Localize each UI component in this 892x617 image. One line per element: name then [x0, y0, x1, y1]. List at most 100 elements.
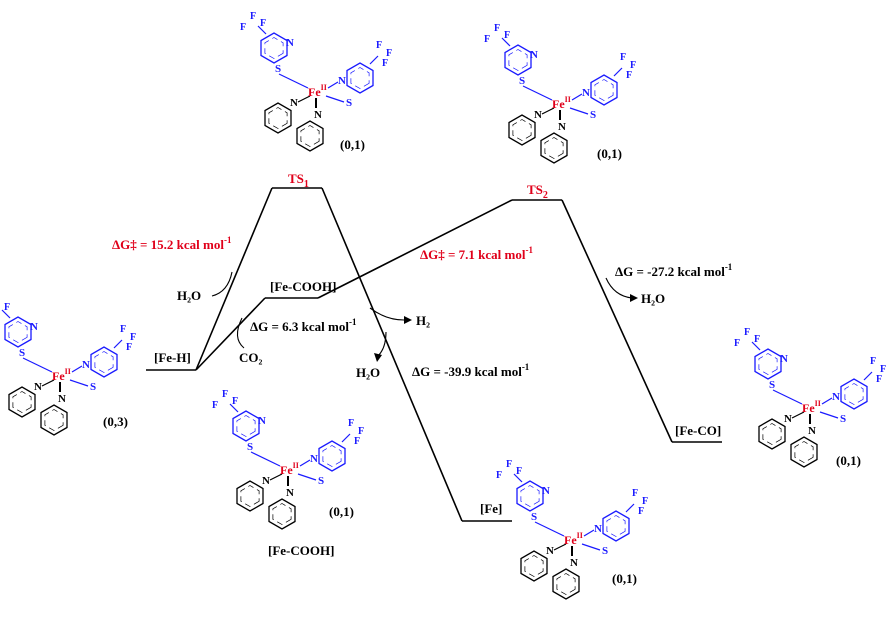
nitrogen-label: N — [832, 391, 840, 403]
nitrogen-label: N — [582, 87, 590, 99]
dg-ts1-label: ΔG‡ = 15.2 kcal mol-1 — [112, 235, 232, 252]
fluorine-label: F — [484, 34, 490, 45]
fluorine-label: F — [494, 23, 500, 34]
nitrogen-label: N — [258, 415, 266, 427]
nitrogen-label: N — [534, 109, 542, 121]
fluorine-label: F — [354, 436, 360, 447]
label-fe-co: [Fe-CO] — [675, 423, 721, 438]
nitrogen-label: N — [82, 359, 90, 371]
fluorine-label: F — [4, 302, 10, 313]
nitrogen-label: N — [286, 37, 294, 49]
label-ts1: TS1 — [288, 171, 309, 190]
dg-fe-label: ΔG = -39.9 kcal mol-1 — [412, 362, 530, 379]
iron-center-label: FeII — [564, 531, 583, 547]
label-fe-h: [Fe-H] — [154, 350, 191, 365]
species-h2o-out2: H₂O — [641, 291, 665, 306]
sulfur-label: S — [247, 441, 253, 453]
species-co2: CO₂ — [239, 350, 263, 365]
arrowhead-h2-icon — [404, 316, 412, 324]
sulfur-label: S — [90, 381, 96, 393]
fluorine-label: F — [250, 11, 256, 22]
fluorine-label: F — [506, 459, 512, 470]
fluorine-label: F — [382, 58, 388, 69]
fluorine-label: F — [754, 334, 760, 345]
fluorine-label: F — [260, 18, 266, 29]
nitrogen-label: N — [530, 49, 538, 61]
iron-center-label: FeII — [280, 461, 299, 477]
label-fe-cooh: [Fe-COOH] — [270, 279, 336, 294]
sulfur-label: S — [840, 413, 846, 425]
nitrogen-label: N — [58, 393, 66, 405]
iron-center-label: FeII — [308, 83, 327, 99]
sulfur-label: S — [531, 511, 537, 523]
label-ts2: TS2 — [527, 182, 548, 201]
caption-fe-cooh: [Fe-COOH] — [268, 543, 334, 558]
nitrogen-label: N — [30, 321, 38, 333]
fluorine-label: F — [212, 400, 218, 411]
fluorine-label: F — [632, 488, 638, 499]
spin-ts1: (0,1) — [340, 137, 365, 152]
dg-cooh-label: ΔG = 6.3 kcal mol-1 — [250, 317, 357, 334]
fluorine-label: F — [496, 470, 502, 481]
fluorine-label: F — [626, 70, 632, 81]
spin-fe: (0,1) — [612, 571, 637, 586]
fluorine-label: F — [504, 30, 510, 41]
nitrogen-label: N — [570, 557, 578, 569]
species-h2: H₂ — [416, 313, 430, 328]
fluorine-label: F — [870, 356, 876, 367]
nitrogen-label: N — [780, 353, 788, 365]
arrowhead-h2o1-icon — [374, 353, 382, 362]
fluorine-label: F — [620, 52, 626, 63]
nitrogen-label: N — [784, 413, 792, 425]
sulfur-label: S — [519, 75, 525, 87]
label-fe: [Fe] — [480, 501, 502, 516]
fluorine-label: F — [240, 22, 246, 33]
iron-center-label: FeII — [52, 367, 71, 383]
sulfur-label: S — [590, 109, 596, 121]
iron-center-label: FeII — [552, 95, 571, 111]
nitrogen-label: N — [262, 475, 270, 487]
fluorine-label: F — [876, 374, 882, 385]
fluorine-label: F — [232, 396, 238, 407]
fluorine-label: F — [744, 327, 750, 338]
path-ts2-feco — [562, 200, 672, 442]
path-feh-ts1 — [196, 188, 272, 370]
nitrogen-label: N — [34, 381, 42, 393]
nitrogen-label: N — [558, 121, 566, 133]
spin-fe-cooh: (0,1) — [329, 504, 354, 519]
nitrogen-label: N — [594, 523, 602, 535]
molecular-structures: FFFNSFFFNSNNFeIIFFFNSFFFNSNNFeIIFFFNSFFF… — [0, 11, 886, 599]
fluorine-label: F — [222, 389, 228, 400]
nitrogen-label: N — [338, 75, 346, 87]
species-h2o-in: H₂O — [177, 288, 201, 303]
nitrogen-label: N — [310, 453, 318, 465]
nitrogen-label: N — [808, 425, 816, 437]
spin-fe-co: (0,1) — [836, 453, 861, 468]
nitrogen-label: N — [314, 109, 322, 121]
sulfur-label: S — [769, 379, 775, 391]
fluorine-label: F — [376, 40, 382, 51]
sulfur-label: S — [346, 97, 352, 109]
nitrogen-label: N — [546, 545, 554, 557]
sulfur-label: S — [318, 475, 324, 487]
sulfur-label: S — [602, 545, 608, 557]
iron-center-label: FeII — [802, 399, 821, 415]
energy-profile-lines — [146, 188, 722, 521]
fluorine-label: F — [734, 338, 740, 349]
fluorine-label: F — [126, 342, 132, 353]
sulfur-label: S — [275, 63, 281, 75]
sulfur-label: S — [19, 347, 25, 359]
arrow-h2o-out2 — [606, 278, 632, 298]
path-ts1-fe — [322, 188, 462, 521]
dg-co-label: ΔG = -27.2 kcal mol-1 — [615, 262, 733, 279]
spin-ts2: (0,1) — [597, 146, 622, 161]
nitrogen-label: N — [542, 485, 550, 497]
spin-fe-h: (0,3) — [103, 414, 128, 429]
nitrogen-label: N — [290, 97, 298, 109]
dg-ts2-label: ΔG‡ = 7.1 kcal mol-1 — [420, 245, 533, 262]
